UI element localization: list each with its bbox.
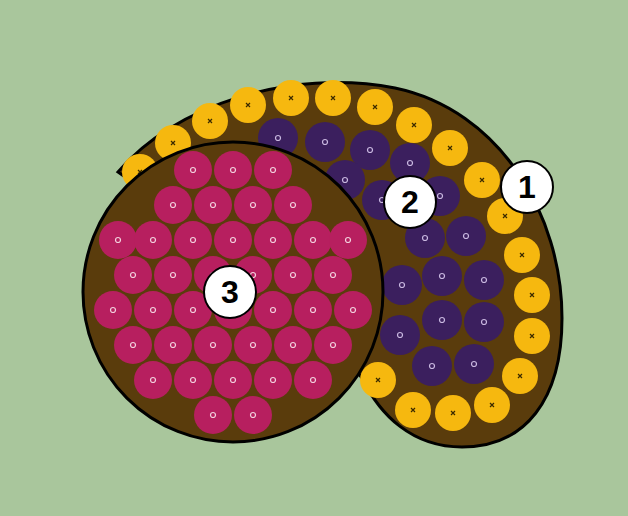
callout-number: 1 — [500, 160, 554, 214]
magenta-cells — [94, 151, 372, 434]
inner-whorl — [83, 142, 383, 442]
callout-number: 2 — [383, 175, 437, 229]
callout-number: 3 — [203, 265, 257, 319]
